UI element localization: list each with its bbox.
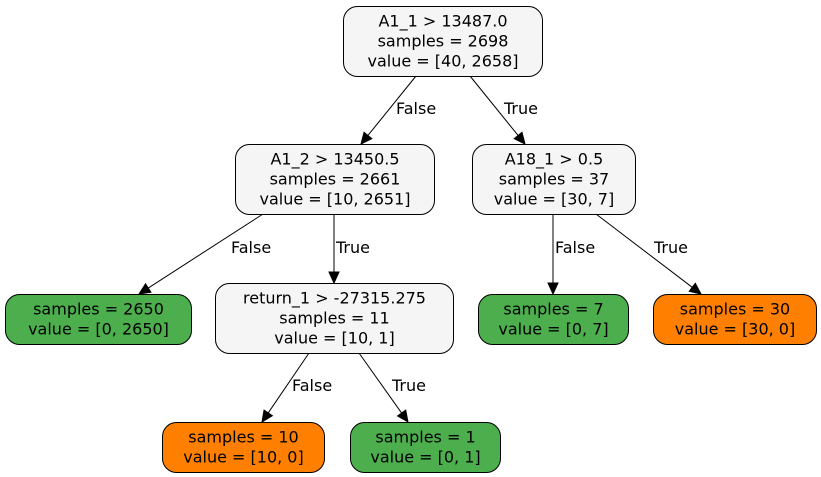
edge-label: True [503, 99, 538, 118]
edge-n0-n1: False [360, 75, 436, 145]
edge-line [147, 213, 264, 289]
node-box [235, 144, 435, 215]
node-text-line: return_1 > -27315.275 [243, 289, 426, 309]
arrowhead-icon [360, 131, 373, 145]
edge-n4-n7: False [261, 352, 332, 423]
node-text-line: A18_1 > 0.5 [505, 150, 604, 170]
node-text-line: value = [30, 0] [675, 320, 795, 339]
node-box [5, 294, 192, 345]
arrowhead-icon [547, 282, 559, 296]
node-box [162, 422, 325, 473]
node-box [215, 283, 454, 354]
arrowhead-icon [137, 282, 152, 295]
node-text-line: value = [10, 2651] [259, 190, 410, 209]
node-text-line: samples = 11 [279, 309, 389, 328]
node-text-line: value = [0, 1] [370, 448, 480, 467]
node-text-line: value = [10, 0] [183, 448, 303, 467]
edge-label: False [292, 376, 332, 395]
node-box [472, 144, 636, 215]
node-box [350, 422, 501, 473]
node-text-line: value = [0, 2650] [28, 320, 169, 339]
edge-label: False [396, 99, 436, 118]
node-text-line: samples = 7 [503, 300, 603, 319]
arrowhead-icon [328, 271, 340, 285]
edge-n2-n6: True [595, 213, 702, 295]
edge-n2-n5: False [547, 214, 595, 296]
edge-line [595, 213, 693, 288]
edge-line [469, 75, 519, 136]
node-text-line: samples = 2698 [378, 32, 509, 51]
edge-n0-n2: True [469, 75, 538, 145]
edge-label: True [335, 238, 370, 257]
node-text-line: value = [10, 1] [274, 329, 394, 348]
node-box [343, 6, 543, 77]
edge-n4-n8: True [358, 352, 426, 423]
edge-line [267, 352, 310, 414]
node-text-line: samples = 30 [680, 300, 790, 319]
node-text-line: value = [0, 7] [498, 320, 608, 339]
node-text-line: samples = 10 [188, 428, 298, 447]
node-text-line: A1_2 > 13450.5 [270, 150, 399, 170]
node-box [653, 294, 817, 345]
node-text-line: samples = 37 [499, 170, 609, 189]
arrowhead-icon [688, 282, 702, 295]
edge-label: True [653, 238, 688, 257]
edge-label: True [391, 376, 426, 395]
node-text-line: value = [40, 2658] [367, 52, 518, 71]
edge-label: False [555, 238, 595, 257]
node-text-line: samples = 1 [375, 428, 475, 447]
arrowhead-icon [396, 409, 409, 423]
node-box [478, 294, 629, 345]
edge-n1-n4: True [328, 214, 370, 285]
arrowhead-icon [513, 131, 526, 145]
node-text-line: samples = 2661 [270, 170, 401, 189]
edge-label: False [231, 238, 271, 257]
edge-n1-n3: False [137, 213, 271, 295]
node-text-line: value = [30, 7] [494, 190, 614, 209]
edge-line [358, 352, 403, 414]
node-text-line: samples = 2650 [33, 300, 164, 319]
edge-line [367, 75, 417, 136]
arrowhead-icon [261, 409, 274, 423]
node-text-line: A1_1 > 13487.0 [378, 12, 507, 32]
